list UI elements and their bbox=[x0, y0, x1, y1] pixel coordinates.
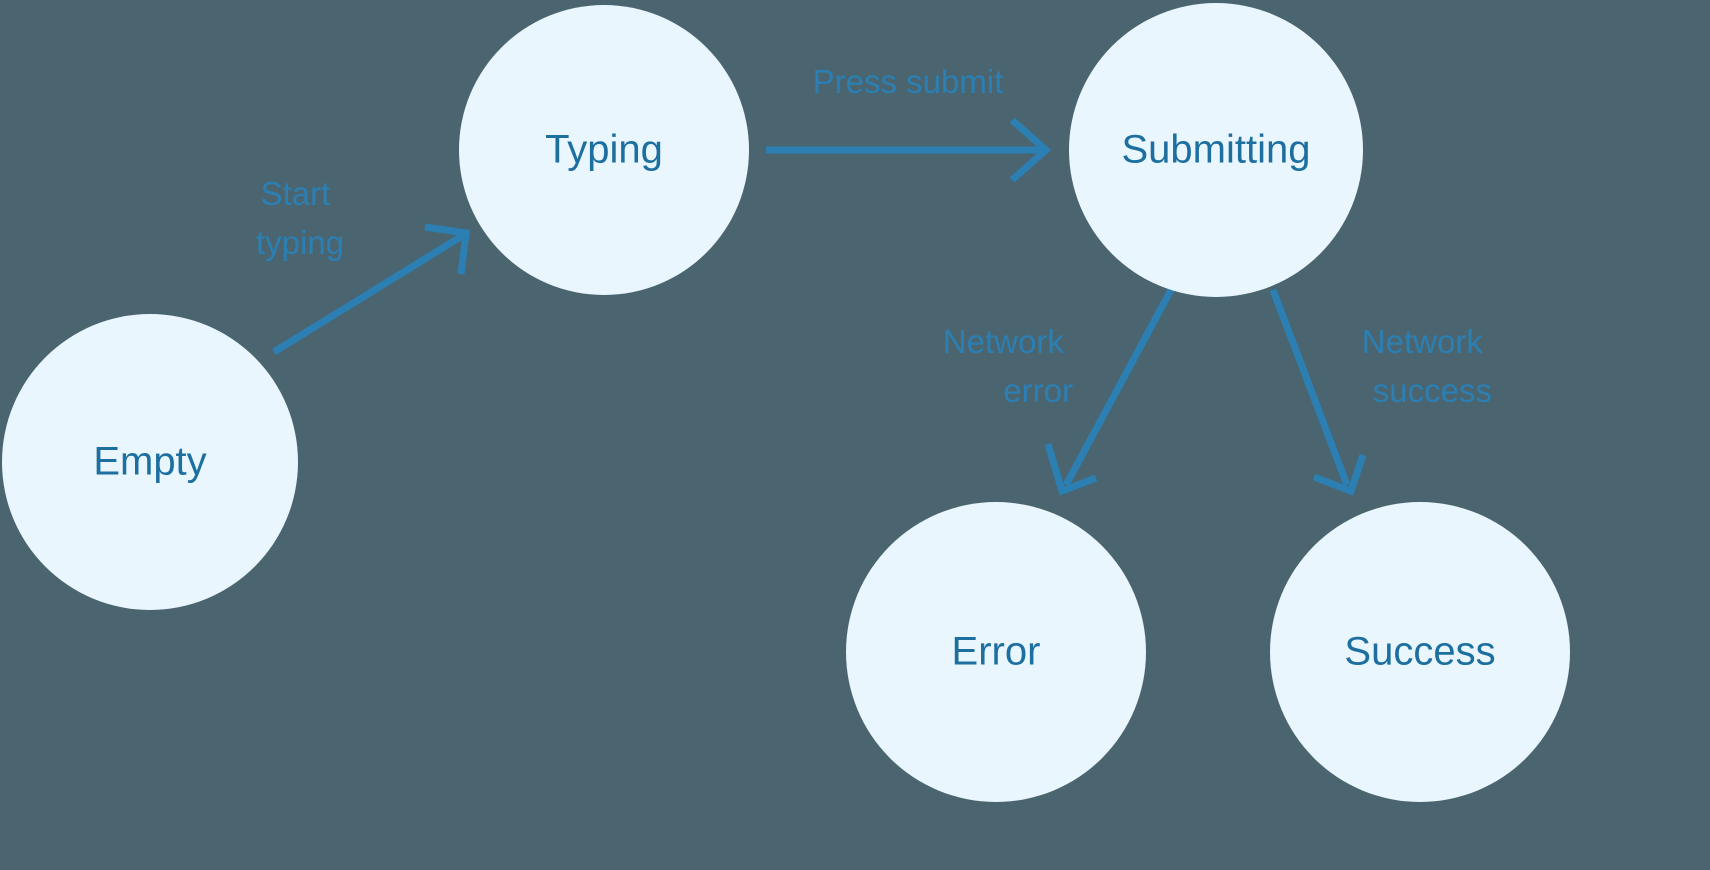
edge-label-line: Start bbox=[261, 175, 331, 212]
node-circle[interactable] bbox=[1069, 3, 1363, 297]
node-label-typing: Typing bbox=[545, 128, 663, 172]
edge-label-start-typing: Start typing bbox=[256, 175, 344, 261]
node-submitting[interactable]: Submitting bbox=[1069, 3, 1363, 297]
edge-label-line: Network bbox=[943, 323, 1065, 360]
edge-label-line: typing bbox=[256, 224, 344, 261]
edge-label-line: success bbox=[1373, 372, 1492, 409]
node-success[interactable]: Success bbox=[1270, 502, 1570, 802]
node-label-error: Error bbox=[952, 630, 1041, 674]
edge-line bbox=[1062, 286, 1176, 487]
node-circle[interactable] bbox=[459, 5, 749, 295]
edge-label-line: error bbox=[1003, 372, 1073, 409]
edge-empty-to-typing: Start typing bbox=[256, 175, 470, 355]
edge-line bbox=[1269, 288, 1351, 487]
arrowhead-icon bbox=[1044, 443, 1098, 496]
node-empty[interactable]: Empty bbox=[2, 314, 298, 610]
node-circle[interactable] bbox=[1270, 502, 1570, 802]
node-label-empty: Empty bbox=[93, 440, 206, 484]
arrowhead-icon bbox=[424, 223, 470, 275]
edge-label-network-success: Network success bbox=[1362, 323, 1492, 409]
edge-label-line: Network bbox=[1362, 323, 1484, 360]
edge-label-network-error: Network error bbox=[943, 323, 1073, 409]
edge-label-line: Press submit bbox=[813, 63, 1004, 100]
edge-submitting-to-error: Network error bbox=[943, 286, 1176, 496]
edge-submitting-to-success: Network success bbox=[1269, 288, 1492, 496]
node-label-success: Success bbox=[1344, 630, 1495, 674]
node-circle[interactable] bbox=[2, 314, 298, 610]
node-typing[interactable]: Typing bbox=[459, 5, 749, 295]
node-circle[interactable] bbox=[846, 502, 1146, 802]
arrowhead-icon bbox=[1312, 453, 1367, 496]
edge-typing-to-submitting: Press submit bbox=[766, 63, 1052, 183]
node-error[interactable]: Error bbox=[846, 502, 1146, 802]
edge-label-press-submit: Press submit bbox=[813, 63, 1004, 100]
node-label-submitting: Submitting bbox=[1122, 128, 1311, 172]
arrowhead-icon bbox=[1009, 117, 1052, 183]
edge-line bbox=[272, 233, 464, 355]
